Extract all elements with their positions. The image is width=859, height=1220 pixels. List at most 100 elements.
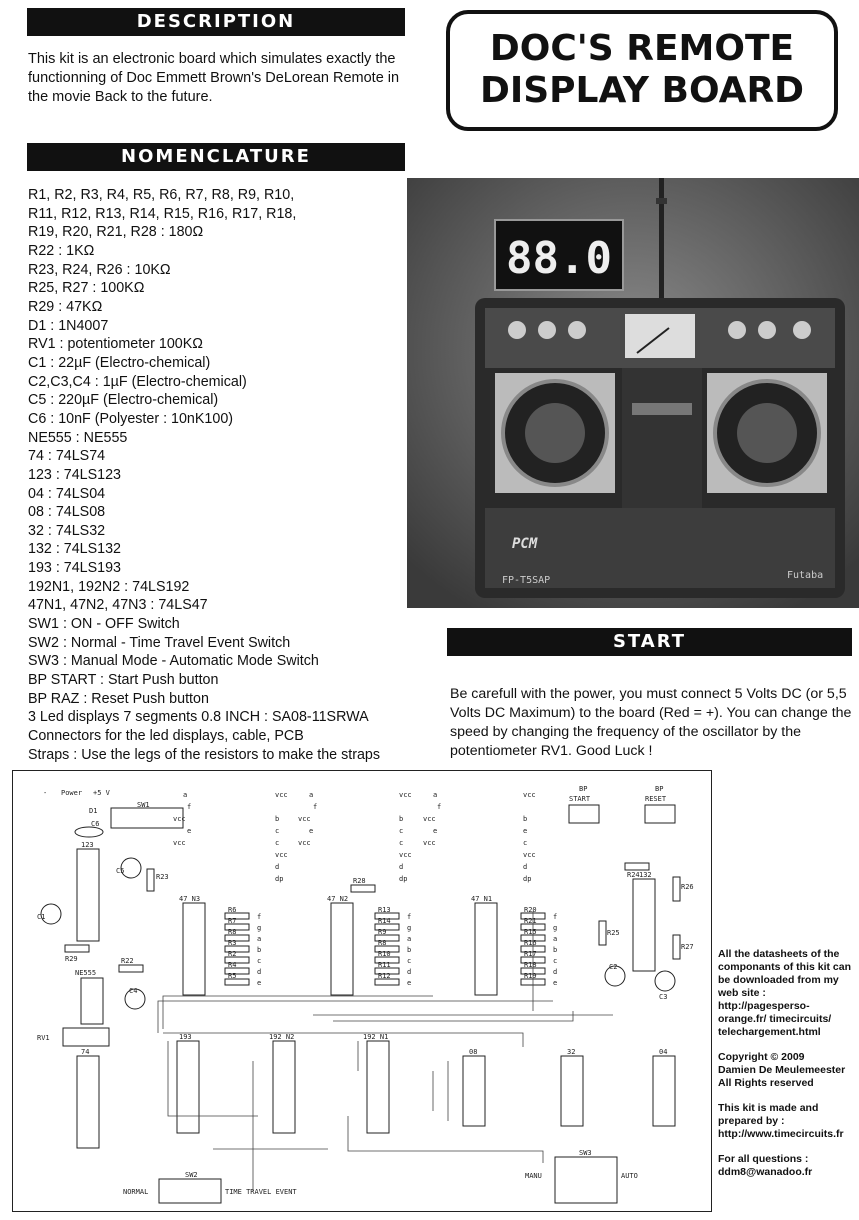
segment-letter: b [257, 946, 261, 954]
ic192n2-label: 192 N2 [269, 1033, 294, 1041]
sw1-label: SW1 [137, 801, 150, 809]
ic08-label: 08 [469, 1048, 477, 1056]
svg-text:e: e [433, 827, 437, 835]
description-heading: DESCRIPTION [27, 8, 405, 36]
r23-label: R23 [156, 873, 169, 881]
nomenclature-item: R23, R24, R26 : 10KΩ [28, 261, 171, 278]
svg-text:f: f [313, 803, 317, 811]
segment-letter: b [553, 946, 557, 954]
resistor-label: R2 [228, 950, 236, 958]
svg-text:vcc: vcc [275, 791, 288, 799]
svg-text:f: f [437, 803, 441, 811]
questions-block: For all questions : ddm8@wanadoo.fr [718, 1153, 854, 1179]
svg-text:e: e [309, 827, 313, 835]
made-by-url[interactable]: http://www.timecircuits.fr [718, 1128, 844, 1140]
resistor-label: R6 [228, 906, 236, 914]
segment-letter: e [407, 979, 411, 987]
resistor [224, 912, 250, 920]
segment-letter: g [407, 924, 411, 932]
c3-label: C3 [659, 993, 667, 1001]
svg-text:e: e [523, 827, 527, 835]
ic193-label: 193 [179, 1033, 192, 1041]
nomenclature-item: C5 : 220µF (Electro-chemical) [28, 392, 219, 409]
resistor-label: R20 [524, 906, 537, 914]
svg-text:a: a [433, 791, 437, 799]
segment-letter: d [553, 968, 557, 976]
d1-label: D1 [89, 807, 97, 815]
svg-text:c: c [275, 827, 279, 835]
nomenclature-item: 123 : 74LS123 [28, 466, 122, 483]
svg-text:vcc: vcc [173, 815, 186, 823]
segment-letter: a [553, 935, 557, 943]
contact-email[interactable]: ddm8@wanadoo.fr [718, 1166, 813, 1178]
resistor-label: R17 [524, 950, 537, 958]
title-line-1: DOC'S REMOTE [489, 28, 795, 69]
resistor [224, 978, 250, 986]
resistor-label: R15 [524, 928, 537, 936]
segment-letter: d [407, 968, 411, 976]
pcm-logo: PCM [512, 536, 538, 552]
resistor-label: R19 [524, 972, 537, 980]
resistor [374, 967, 400, 975]
ic123-label: 123 [81, 841, 94, 849]
svg-text:d: d [399, 863, 403, 871]
resistor [374, 945, 400, 953]
resistor-label: R8 [378, 939, 386, 947]
svg-text:b: b [275, 815, 279, 823]
resistor-label: R14 [378, 917, 391, 925]
nomenclature-item: 193 : 74LS193 [28, 560, 122, 577]
svg-text:vcc: vcc [173, 839, 186, 847]
ic32-label: 32 [567, 1048, 575, 1056]
bp-reset-label-1: BP [655, 785, 663, 793]
nomenclature-item: R25, R27 : 100KΩ [28, 280, 145, 297]
questions-text: For all questions : [718, 1153, 809, 1165]
r25-label: R25 [607, 929, 620, 937]
pcb-traces [157, 911, 613, 1191]
manu-label: MANU [525, 1172, 542, 1180]
power-plus: +5 V [93, 789, 111, 797]
resistor [224, 934, 250, 942]
svg-text:vcc: vcc [298, 839, 311, 847]
resistor-banks: R6fR7gR8aR3bR2cR4dR5eR13fR14gR9aR8bR10cR… [224, 906, 557, 987]
segment-letter: g [257, 924, 261, 932]
nomenclature-item: R29 : 47KΩ [28, 298, 103, 315]
segment-letter: b [407, 946, 411, 954]
nomenclature-item: R11, R12, R13, R14, R15, R16, R17, R18, [28, 205, 297, 222]
description-text: This kit is an electronic board which si… [28, 51, 400, 105]
nomenclature-item: 132 : 74LS132 [28, 541, 122, 558]
svg-text:e: e [187, 827, 191, 835]
power-minus: - [43, 789, 47, 797]
remote-illustration: 88.0 PCM FP-T5SAP Futaba [407, 178, 859, 608]
svg-text:d: d [523, 863, 527, 871]
svg-text:vcc: vcc [423, 815, 436, 823]
svg-text:c: c [399, 827, 403, 835]
normal-label: NORMAL [123, 1188, 148, 1196]
title-line-2: DISPLAY BOARD [479, 70, 805, 111]
resistor-label: R10 [378, 950, 391, 958]
segment-letter: f [257, 913, 261, 921]
resistor-label: R4 [228, 961, 236, 969]
nomenclature-item: D1 : 1N4007 [28, 317, 109, 334]
segment-letter: a [257, 935, 261, 943]
r22-label: R22 [121, 957, 134, 965]
copyright-line-1: Copyright © 2009 [718, 1051, 805, 1063]
nomenclature-item: R19, R20, R21, R28 : 180Ω [28, 224, 204, 241]
auto-label: AUTO [621, 1172, 638, 1180]
nomenclature-item: Connectors for the led displays, cable, … [28, 728, 304, 745]
svg-text:dp: dp [523, 875, 531, 883]
resistor-label: R18 [524, 961, 537, 969]
resistor-label: R5 [228, 972, 236, 980]
c6-label: C6 [91, 820, 99, 828]
bp-start-label-1: BP [579, 785, 587, 793]
resistor-label: R3 [228, 939, 236, 947]
svg-text:c: c [275, 839, 279, 847]
svg-text:vcc: vcc [275, 851, 288, 859]
segment-letter: a [407, 935, 411, 943]
svg-text:b: b [523, 815, 527, 823]
resistor [374, 934, 400, 942]
segment-letter: g [553, 924, 557, 932]
svg-text:a: a [183, 791, 187, 799]
made-by-block: This kit is made and prepared by : http:… [718, 1102, 854, 1141]
